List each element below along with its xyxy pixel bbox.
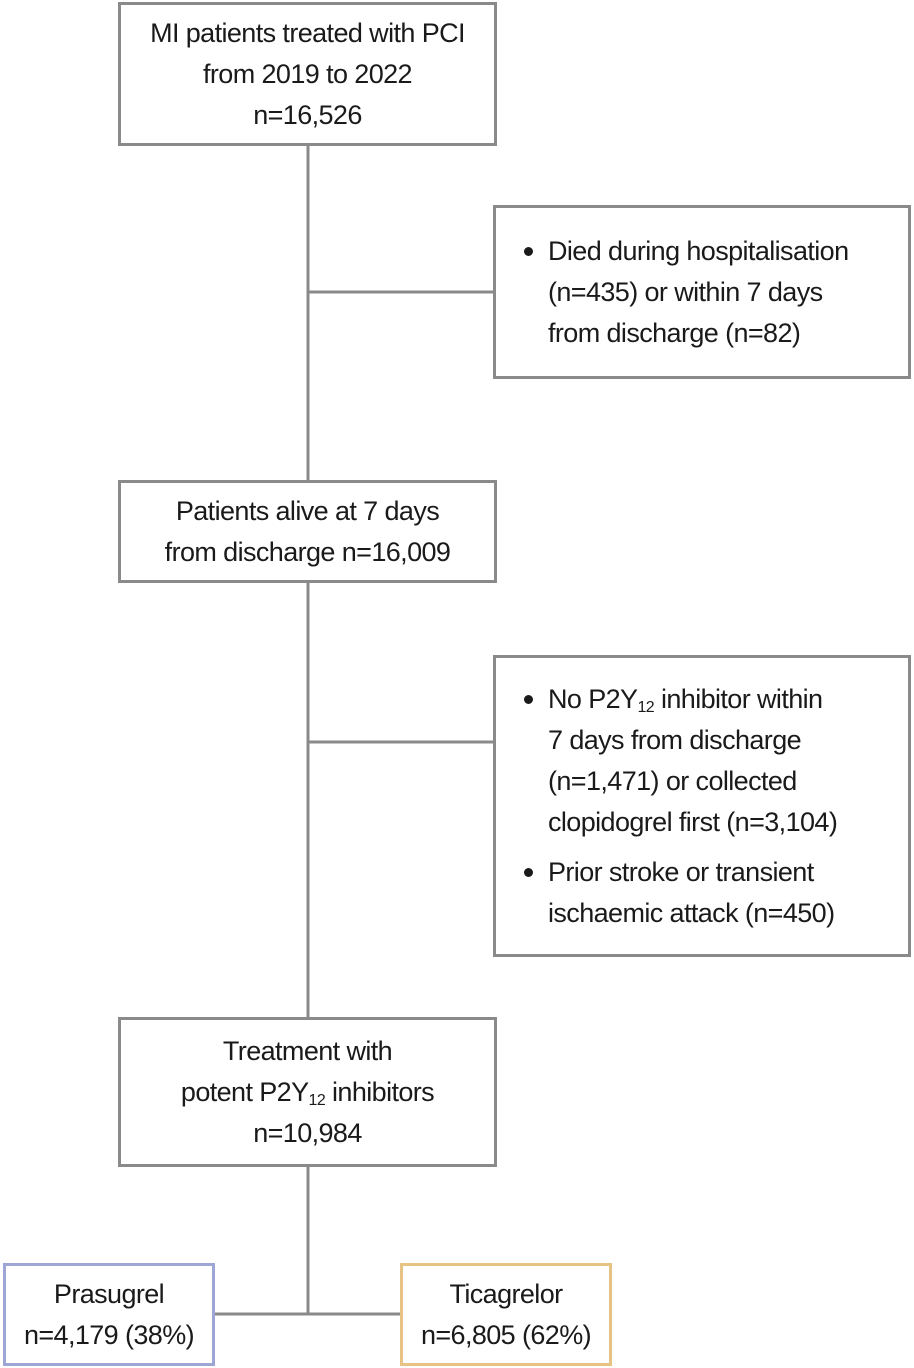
exclusion-box-1: Died during hospitalisation (n=435) or w… [493, 205, 911, 379]
prasugrel-count: n=4,179 (38%) [23, 1319, 195, 1350]
exclusion-box-2: No P2Y12 inhibitor within 7 days from di… [493, 655, 911, 957]
exclusion1-line-1: Died during hospitalisation [548, 235, 849, 266]
ticagrelor-count: n=6,805 (62%) [420, 1319, 592, 1350]
bullet-dot-icon [524, 867, 533, 877]
exclusion2-line-5: Prior stroke or transient [548, 856, 814, 887]
exclusion1-line-3: from discharge (n=82) [548, 317, 801, 348]
treatment-line-2: potent P2Y12 inhibitors [180, 1076, 435, 1109]
exclusion2-line-1: No P2Y12 inhibitor within [548, 683, 823, 716]
alive-line-1: Patients alive at 7 days [175, 495, 440, 526]
exclusion2-bullet-1: No P2Y12 inhibitor within 7 days from di… [524, 679, 908, 843]
alive-line-2: from discharge n=16,009 [164, 536, 451, 567]
exclusion2-bullet-2: Prior stroke or transient ischaemic atta… [524, 852, 908, 934]
bullet-dot-icon [524, 246, 533, 256]
initial-line-3: n=16,526 [253, 99, 362, 130]
exclusion2-line-3: (n=1,471) or collected [548, 765, 797, 796]
bullet-dot-icon [524, 694, 533, 704]
prasugrel-label: Prasugrel [53, 1278, 165, 1309]
exclusion2-line-6: ischaemic attack (n=450) [548, 897, 835, 928]
initial-line-1: MI patients treated with PCI [150, 17, 465, 48]
ticagrelor-box: Ticagrelor n=6,805 (62%) [400, 1263, 612, 1366]
exclusion2-line-4: clopidogrel first (n=3,104) [548, 806, 838, 837]
treatment-line-3: n=10,984 [253, 1117, 362, 1148]
prasugrel-box: Prasugrel n=4,179 (38%) [3, 1263, 215, 1366]
alive-patients-box: Patients alive at 7 days from discharge … [118, 480, 497, 583]
initial-population-box: MI patients treated with PCI from 2019 t… [118, 2, 497, 146]
ticagrelor-label: Ticagrelor [449, 1278, 563, 1309]
exclusion1-line-2: (n=435) or within 7 days [548, 276, 823, 307]
exclusion1-bullet-1: Died during hospitalisation (n=435) or w… [524, 231, 908, 354]
treatment-box: Treatment with potent P2Y12 inhibitors n… [118, 1017, 497, 1167]
initial-line-2: from 2019 to 2022 [203, 58, 413, 89]
exclusion2-line-2: 7 days from discharge [548, 724, 802, 755]
treatment-line-1: Treatment with [222, 1035, 393, 1066]
